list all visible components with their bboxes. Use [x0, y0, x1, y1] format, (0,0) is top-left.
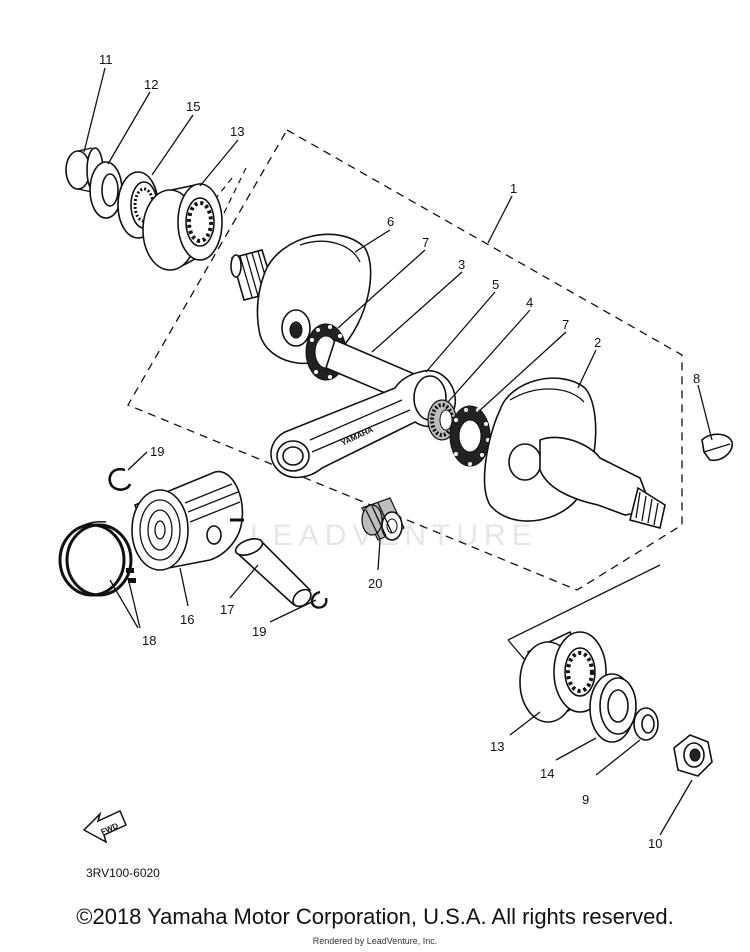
fwd-arrow-icon: FWD: [82, 810, 127, 844]
callout-11: 11: [99, 52, 113, 67]
callout-6: 6: [387, 214, 394, 229]
main-bearing-right[interactable]: [519, 630, 607, 723]
callout-3: 3: [458, 257, 465, 272]
callout-8: 8: [693, 371, 700, 386]
piston[interactable]: [131, 470, 244, 571]
callout-20: 20: [368, 576, 382, 591]
callout-18: 18: [142, 633, 156, 648]
piston-pin[interactable]: [233, 536, 314, 610]
diagram-code: 3RV100-6020: [86, 866, 160, 880]
callout-16: 16: [180, 612, 194, 627]
piston-ring-set[interactable]: [58, 521, 136, 597]
callout-2: 2: [594, 335, 601, 350]
crank-web-left[interactable]: [256, 233, 372, 365]
connecting-rod[interactable]: YAMAHA: [270, 369, 457, 479]
callout-14: 14: [540, 766, 554, 781]
piston-pin-clip-lower[interactable]: [310, 590, 328, 609]
callout-7b: 7: [562, 317, 569, 332]
nut[interactable]: [673, 734, 713, 777]
thrust-washer-right[interactable]: [449, 405, 491, 467]
assembly-boundary: [127, 129, 683, 591]
callout-13b: 13: [490, 739, 504, 754]
callout-10: 10: [648, 836, 662, 851]
crankshaft-right-shaft[interactable]: [539, 436, 666, 529]
copyright-footer: ©2018 Yamaha Motor Corporation, U.S.A. A…: [76, 904, 674, 929]
callout-4: 4: [526, 295, 533, 310]
main-bearing-left[interactable]: [142, 183, 223, 271]
callout-15: 15: [186, 99, 200, 114]
callout-12: 12: [144, 77, 158, 92]
callout-13: 13: [230, 124, 244, 139]
callout-19: 19: [150, 444, 164, 459]
callout-1: 1: [510, 181, 517, 196]
spacer[interactable]: [89, 161, 123, 219]
callout-17: 17: [220, 602, 234, 617]
rendered-by-note: Rendered by LeadVenture, Inc.: [312, 936, 438, 946]
piston-pin-clip-upper[interactable]: [108, 467, 132, 491]
oil-seal-right[interactable]: [589, 673, 637, 743]
callout-numbers: 11 12 15 13 1 6 7 3 5 4 7 2 8 19 16 17 1…: [99, 52, 700, 851]
woodruff-key[interactable]: [701, 433, 733, 462]
callout-7: 7: [422, 235, 429, 250]
small-end-bearing[interactable]: [361, 497, 405, 541]
leader-lines: [83, 67, 713, 836]
callout-5: 5: [492, 277, 499, 292]
washer[interactable]: [633, 707, 659, 741]
callout-9: 9: [582, 792, 589, 807]
callout-19b: 19: [252, 624, 266, 639]
